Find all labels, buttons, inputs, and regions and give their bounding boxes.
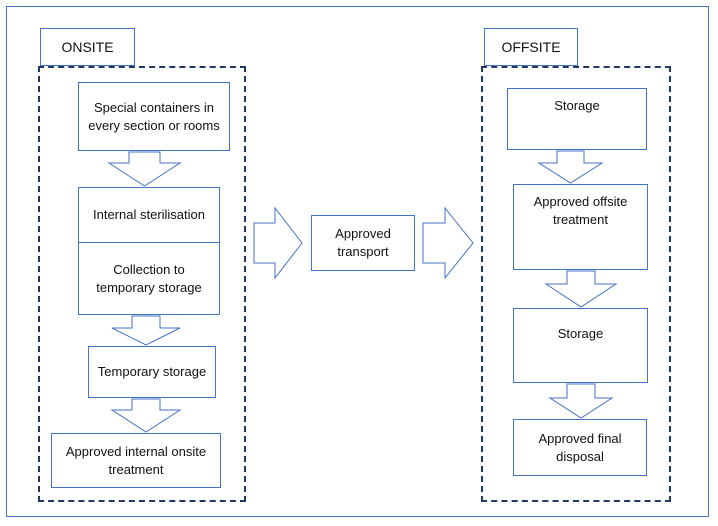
outer-frame [6, 6, 709, 517]
temporary-storage-box: Temporary storage [88, 346, 216, 398]
offsite-title: OFFSITE [484, 28, 578, 66]
onsite-title: ONSITE [40, 28, 135, 66]
storage-1-box: Storage [507, 88, 647, 150]
final-disposal-box: Approved final disposal [513, 419, 647, 476]
offsite-group [481, 66, 671, 502]
special-containers-box: Special containers in every section or r… [78, 82, 230, 151]
approved-transport-box: Approved transport [311, 215, 415, 271]
onsite-group [38, 66, 246, 502]
storage-2-box: Storage [513, 308, 648, 383]
collection-box: Collection to temporary storage [78, 242, 220, 315]
internal-sterilisation-box: Internal sterilisation [78, 187, 220, 243]
internal-treatment-box: Approved internal onsite treatment [51, 433, 221, 488]
offsite-treatment-box: Approved offsite treatment [513, 184, 648, 270]
